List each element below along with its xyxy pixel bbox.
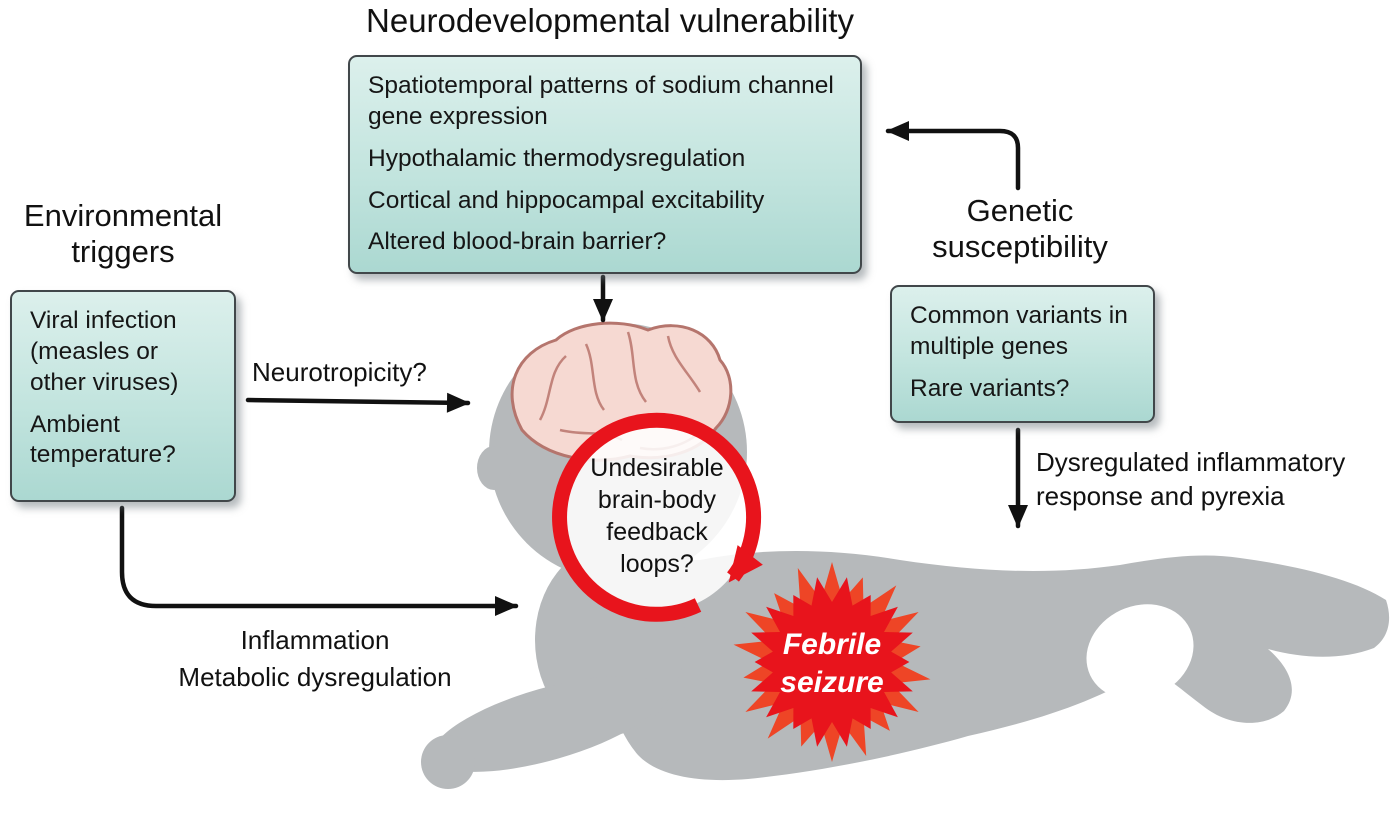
env-item-viral-infection: Viral infection (measles or other viruse… bbox=[30, 307, 179, 396]
arrow-environmental-to-body bbox=[119, 505, 519, 616]
feedback-loop-line1: Undesirable bbox=[590, 454, 724, 482]
feedback-loop-line3: feedback bbox=[606, 518, 708, 546]
box-environmental: Viral infection (measles or other viruse… bbox=[10, 290, 236, 502]
feedback-loop-line4: loops? bbox=[620, 550, 694, 578]
febrile-seizure-line1: Febrile bbox=[782, 628, 882, 661]
black-arrows bbox=[119, 121, 1028, 616]
febrile-star-inner bbox=[751, 577, 913, 747]
neuro-item-sodium-channels: Spatiotemporal patterns of sodium channe… bbox=[368, 72, 834, 130]
label-dysregulated-line2: response and pyrexia bbox=[1036, 481, 1285, 511]
baby-arm bbox=[432, 676, 664, 772]
label-neurotropicity: Neurotropicity? bbox=[252, 357, 427, 387]
genetic-item-rare-variants: Rare variants? bbox=[910, 374, 1070, 402]
arrow-genetic-to-neurodevelopmental bbox=[885, 121, 1021, 191]
box-neurodevelopmental: Spatiotemporal patterns of sodium channe… bbox=[348, 55, 862, 275]
feedback-loop-line2: brain-body bbox=[597, 486, 717, 514]
label-inflammation-line2: Metabolic dysregulation bbox=[178, 662, 452, 692]
genetic-item-common-variants: Common variants in multiple genes bbox=[910, 302, 1128, 360]
label-dysregulated-line1: Dysregulated inflammatory bbox=[1036, 447, 1346, 477]
label-febrile-seizure: Febrile seizure bbox=[740, 626, 924, 702]
box-genetic: Common variants in multiple genes Rare v… bbox=[890, 285, 1155, 423]
label-inflammation-line1: Inflammation bbox=[240, 625, 390, 655]
env-item-ambient-temperature: Ambient temperature? bbox=[30, 410, 176, 469]
neuro-item-blood-brain: Altered blood-brain barrier? bbox=[368, 228, 667, 256]
neuro-item-hypothalamic: Hypothalamic thermodysregulation bbox=[368, 144, 746, 172]
baby-nose bbox=[477, 446, 511, 490]
heading-genetic-susceptibility: Genetic susceptibility bbox=[932, 193, 1108, 265]
feedback-loop-disc bbox=[562, 422, 752, 612]
neuro-item-cortical: Cortical and hippocampal excitability bbox=[368, 186, 765, 214]
arrow-neurotropicity-to-brain bbox=[245, 392, 471, 413]
label-dysregulated-response: Dysregulated inflammatory response and p… bbox=[1036, 445, 1345, 513]
label-feedback-loop: Undesirable brain-body feedback loops? bbox=[554, 452, 760, 580]
febrile-seizure-line2: seizure bbox=[780, 666, 884, 699]
feedback-loop-ring bbox=[552, 412, 763, 622]
baby-hand bbox=[421, 735, 475, 789]
leg-gap bbox=[1086, 604, 1194, 700]
heading-environmental-triggers: Environmental triggers bbox=[23, 198, 223, 270]
title-neurodevelopmental-vulnerability: Neurodevelopmental vulnerability bbox=[366, 2, 854, 39]
label-inflammation: Inflammation Metabolic dysregulation bbox=[140, 622, 490, 696]
